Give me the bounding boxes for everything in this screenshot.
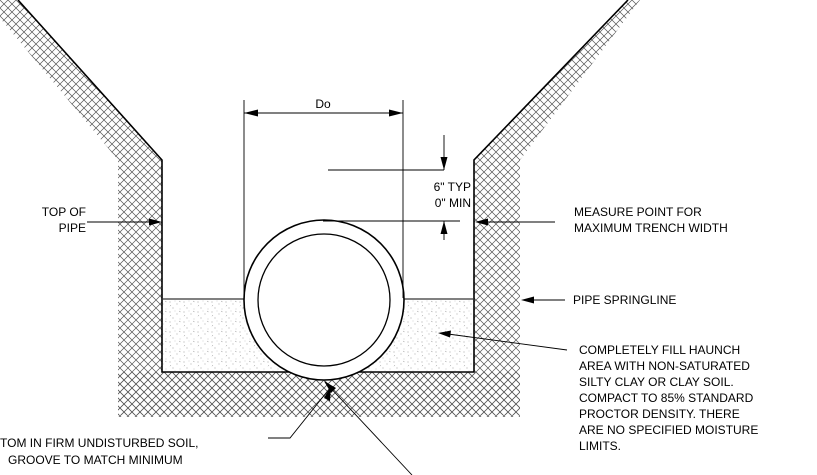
- callout-haunch-line6: ARE NO SPECIFIED MOISTURE: [579, 423, 758, 437]
- cover-note-line1: 6" TYP: [434, 180, 471, 194]
- cover-arrow-down: [440, 157, 448, 170]
- callout-top-of-pipe-line2: PIPE: [59, 221, 86, 235]
- arrow-measure-point: [475, 218, 488, 226]
- dim-label-do: Do: [315, 97, 331, 111]
- cover-note-line2: 0" MIN: [435, 196, 471, 210]
- arrow-pipe-bottom: [324, 381, 336, 393]
- dim-arrow-right: [389, 109, 403, 117]
- arrow-top-of-pipe: [149, 218, 162, 226]
- callout-top-of-pipe-line1: TOP OF: [42, 205, 86, 219]
- arrow-springline: [521, 296, 534, 304]
- callout-haunch-line7: LIMITS.: [579, 439, 621, 453]
- callout-haunch-line4: COMPACT TO 85% STANDARD: [579, 391, 754, 405]
- callout-bottom-line2: GROOVE TO MATCH MINIMUM: [8, 453, 183, 467]
- leader-bottom: [268, 387, 331, 439]
- callout-haunch-line2: AREA WITH NON-SATURATED: [579, 359, 750, 373]
- pipe-inner-wall: [257, 233, 391, 367]
- leader-pipe-bottom: [324, 381, 413, 475]
- arrow-haunch: [438, 330, 451, 338]
- dim-arrow-left: [244, 109, 258, 117]
- callout-haunch-line3: SILTY CLAY OR CLAY SOIL.: [579, 375, 734, 389]
- callout-bottom-line1: TOM IN FIRM UNDISTURBED SOIL,: [0, 436, 198, 450]
- leader-haunch: [447, 333, 568, 351]
- callout-haunch-line1: COMPLETELY FILL HAUNCH: [579, 343, 740, 357]
- callout-springline: PIPE SPRINGLINE: [573, 293, 676, 307]
- native-soil-hatch: [0, 0, 640, 415]
- cover-arrow-up: [440, 221, 448, 234]
- callout-measure-point-line2: MAXIMUM TRENCH WIDTH: [574, 221, 728, 235]
- callout-measure-point-line1: MEASURE POINT FOR: [574, 205, 702, 219]
- callout-haunch-line5: PROCTOR DENSITY. THERE: [579, 407, 740, 421]
